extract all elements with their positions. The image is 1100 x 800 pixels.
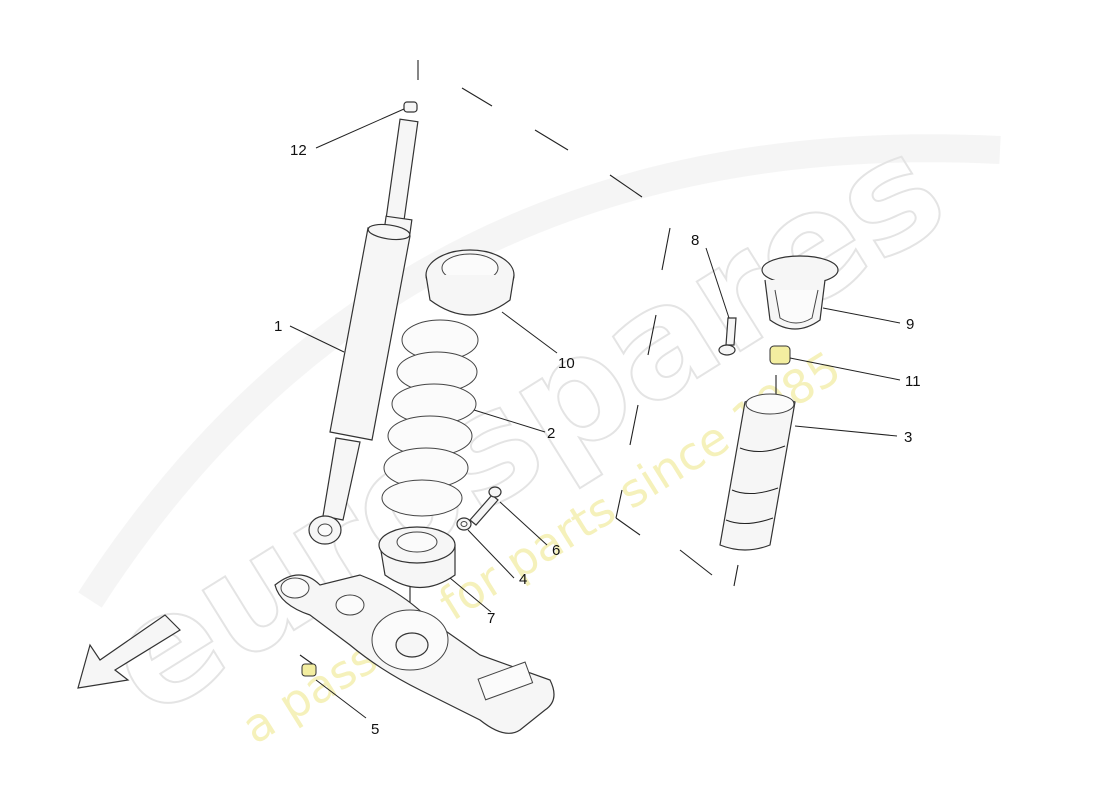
callout-7: 7: [487, 610, 495, 627]
callout-11: 11: [905, 373, 921, 390]
bolt: [469, 486, 502, 526]
top-mount: [761, 255, 839, 330]
callout-3: 3: [904, 429, 912, 446]
shock-absorber: [308, 118, 419, 545]
arm-nut: [301, 663, 317, 677]
assembly-guides: [299, 60, 777, 666]
leader-lines: [289, 108, 901, 719]
callout-12: 12: [290, 142, 307, 159]
shock-top-nut: [403, 101, 418, 113]
callout-2: 2: [547, 425, 555, 442]
callout-6: 6: [552, 542, 560, 559]
callouts: 12 1 2 3 4 5 6 7 8 9 10 11: [274, 142, 921, 738]
dust-boot: [719, 393, 796, 551]
control-arm: [274, 574, 555, 734]
washer: [456, 517, 472, 531]
callout-4: 4: [519, 571, 527, 588]
bump-stop-nut: [769, 345, 791, 365]
direction-arrow: [77, 614, 181, 689]
callout-9: 9: [906, 316, 914, 333]
callout-8: 8: [691, 232, 699, 249]
coil-spring: [381, 319, 479, 517]
callout-1: 1: [274, 318, 282, 335]
watermark: eurospares a passion for parts since 198…: [76, 99, 1001, 754]
screw: [718, 317, 737, 356]
spring-upper-seat: [425, 249, 515, 316]
callout-5: 5: [371, 721, 379, 738]
spring-lower-seat: [378, 526, 456, 588]
callout-10: 10: [558, 355, 575, 372]
